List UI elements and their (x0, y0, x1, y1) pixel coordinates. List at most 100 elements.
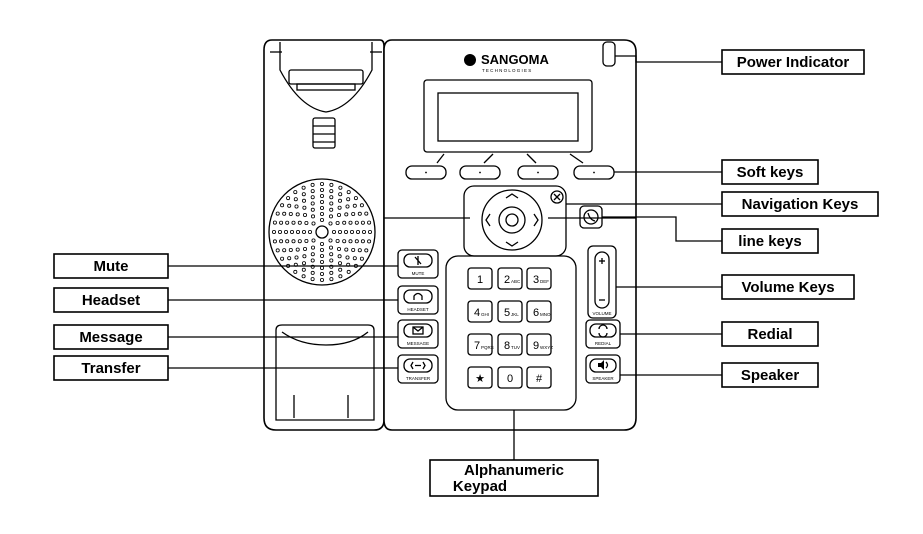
callout-mute: Mute (53, 253, 169, 279)
grille-hole (345, 255, 350, 260)
mute-key[interactable]: MUTE (397, 249, 439, 279)
grille-hole (301, 267, 306, 272)
grille-hole (346, 197, 351, 202)
keypad-key-letters: TUV (511, 345, 520, 350)
keypad-key-main: 5 (504, 307, 510, 319)
grille-hole (287, 256, 292, 261)
transfer-key[interactable]: TRANSFER (397, 354, 439, 384)
grille-hole (359, 203, 364, 208)
volume-key-label: VOLUME (592, 311, 611, 316)
callout-headset: Headset (53, 287, 169, 313)
mute-key-label: MUTE (412, 271, 425, 276)
grille-hole (301, 192, 306, 197)
grille-hole (360, 239, 365, 244)
grille-hole (351, 247, 356, 252)
soft-key-3[interactable] (517, 165, 559, 180)
grille-hole (319, 205, 324, 210)
keypad-key-letters: PQRS (481, 345, 494, 350)
grille-hole (286, 196, 291, 201)
grille-hole (338, 267, 343, 272)
callout-redial-text: Redial (747, 326, 792, 343)
grille-hole (337, 229, 342, 234)
grille-hole (304, 238, 309, 243)
callout-transfer: Transfer (53, 355, 169, 381)
grille-hole (343, 229, 348, 234)
grille-hole (319, 211, 324, 216)
transfer-key-label: TRANSFER (406, 376, 431, 381)
grille-hole (293, 190, 298, 195)
grille-hole (329, 252, 334, 257)
grille-hole (288, 247, 293, 252)
grille-hole (357, 248, 362, 253)
callout-volume-keys-text: Volume Keys (741, 279, 834, 296)
grille-hole (351, 211, 356, 216)
grille-hole (271, 229, 276, 234)
speaker-key[interactable]: SPEAKER (585, 354, 621, 384)
navigation-ring-icon[interactable] (481, 189, 543, 251)
grille-hole (364, 211, 369, 216)
grille-hole (319, 271, 324, 276)
grille-hole (295, 212, 300, 217)
callout-alphanumeric-text: Alphanumeric (464, 462, 564, 479)
grille-hole (287, 203, 292, 208)
grille-hole (282, 248, 287, 253)
grille-hole (346, 269, 351, 274)
keypad-key-main: 1 (477, 274, 483, 286)
grille-hole (367, 229, 372, 234)
callout-power-indicator: Power Indicator (721, 49, 865, 75)
grille-hole (360, 220, 365, 225)
grille-hole (279, 220, 284, 225)
cancel-x-icon[interactable] (550, 190, 564, 204)
callout-message-text: Message (79, 329, 142, 346)
message-key[interactable]: MESSAGE (397, 319, 439, 349)
soft-key-1[interactable] (405, 165, 447, 180)
grille-hole (307, 229, 312, 234)
callout-redial: Redial (721, 321, 819, 347)
earpiece-speaker-grille-icon (268, 178, 376, 286)
volume-key[interactable]: VOLUME (587, 245, 617, 319)
brand-tagline: T E C H N O L O G I E S (482, 68, 531, 73)
grille-hole (275, 248, 280, 253)
grille-hole (328, 245, 333, 250)
callout-lines (168, 55, 722, 460)
grille-hole (272, 220, 277, 225)
grille-hole (310, 189, 315, 194)
grille-hole (319, 193, 324, 198)
grille-hole (319, 247, 324, 252)
grille-hole (294, 255, 299, 260)
grille-hole (293, 269, 298, 274)
keypad-key-letters: ABC (511, 279, 521, 284)
grille-hole (355, 229, 360, 234)
keypad-key-letters: JKL (511, 312, 519, 317)
keypad-key-12[interactable]: # (526, 366, 552, 389)
brand-name: SANGOMA (481, 52, 550, 67)
grille-hole (319, 199, 324, 204)
grille-hole (310, 264, 315, 269)
grille-hole (302, 246, 307, 251)
keypad-key-10[interactable]: ★ (467, 366, 493, 389)
keypad-key-1[interactable]: 1 (467, 267, 493, 290)
soft-keys (405, 153, 615, 180)
grille-hole (291, 220, 296, 225)
grille-hole (328, 221, 333, 226)
soft-key-2[interactable] (459, 165, 501, 180)
grille-hole (353, 196, 358, 201)
sangoma-logo: SANGOMA T E C H N O L O G I E S (464, 52, 550, 73)
grille-hole (295, 247, 300, 252)
callout-message: Message (53, 324, 169, 350)
grille-hole (319, 253, 324, 258)
power-indicator-icon (602, 41, 616, 67)
grille-hole (331, 229, 336, 234)
keypad-key-main: 3 (533, 274, 539, 286)
grille-hole (319, 241, 324, 246)
keypad-key-letters: MNO (540, 312, 551, 317)
keypad-key-11[interactable]: 0 (497, 366, 523, 389)
